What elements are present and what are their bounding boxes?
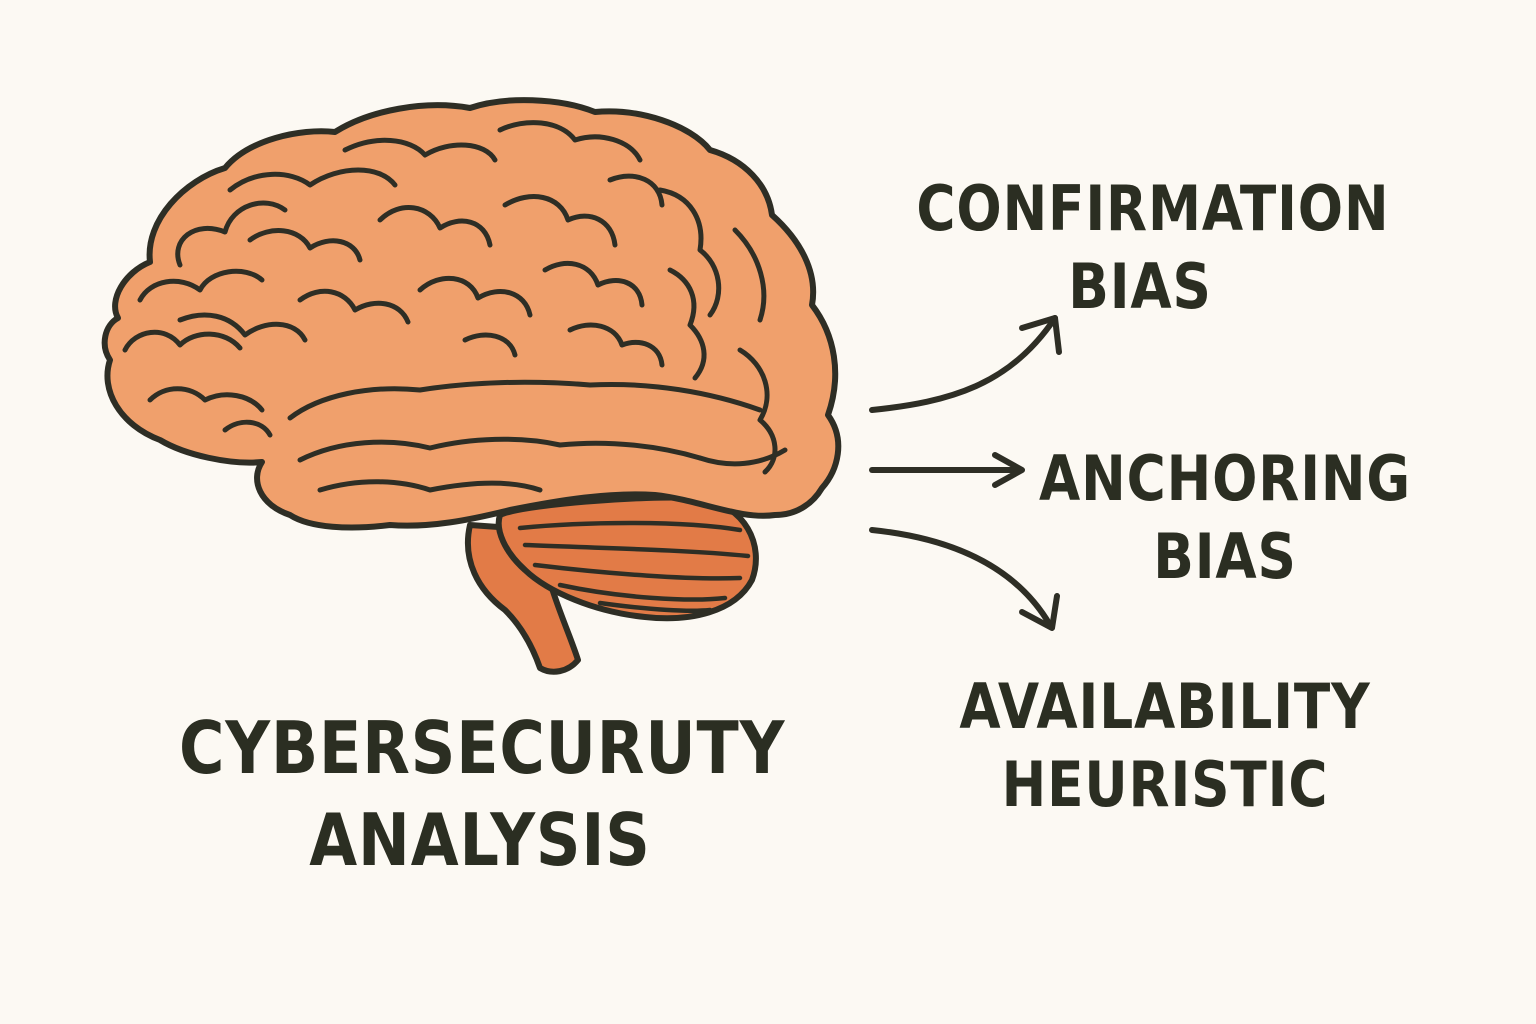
temporal-lobe [287,379,788,493]
arrowhead-confirmation [1019,315,1062,355]
main-caption-line2: ANALYSIS [309,798,651,882]
arrow-to-availability-heuristic [869,527,1053,628]
arrow-to-confirmation-bias [869,315,1058,413]
brain-stem [464,522,581,675]
cerebellum-folds [517,520,751,613]
arrows [869,315,1062,631]
main-caption-line1: CYBERSECURUTY [179,706,786,790]
anchoring-bias-line1: ANCHORING [1038,442,1412,515]
arrow-icon [869,527,1060,631]
cerebrum [101,97,842,531]
brain-icon [101,97,842,675]
availability-heuristic-label: AVAILABILITY HEURISTIC [941,676,1388,816]
confirmation-bias-line1: CONFIRMATION [916,172,1390,245]
arrow-icon [869,452,1025,488]
brain-gyri [122,120,778,475]
cerebellum [495,494,759,622]
arrowhead-availability [1019,593,1060,631]
availability-heuristic-line1: AVAILABILITY [959,670,1371,743]
availability-heuristic-line2: HEURISTIC [1001,748,1329,821]
confirmation-bias-line2: BIAS [1068,250,1212,323]
main-caption: CYBERSECURUTY ANALYSIS [179,706,786,882]
arrowhead-anchoring [992,452,1025,488]
arrow-icon [869,315,1062,413]
anchoring-bias-line2: BIAS [1153,520,1297,593]
anchoring-bias-label: ANCHORING BIAS [1019,448,1432,588]
confirmation-bias-label: CONFIRMATION BIAS [916,172,1390,323]
